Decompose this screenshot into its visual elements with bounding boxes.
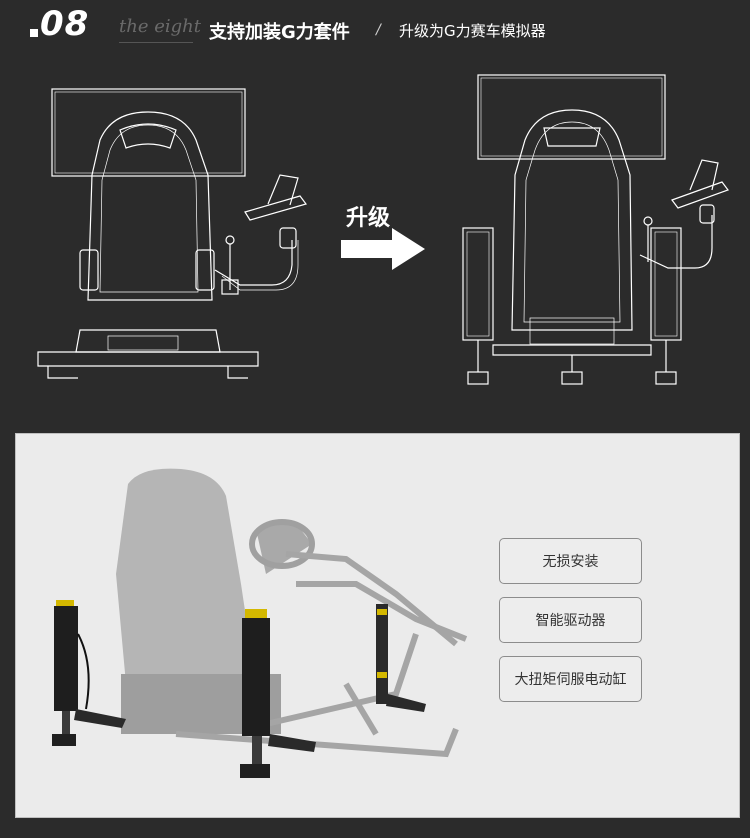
feature-smart-driver: 智能驱动器 [499, 597, 642, 643]
seat-silhouette [116, 468, 315, 734]
number-dot [30, 29, 38, 37]
actuator-right [376, 604, 426, 712]
title-separator: / [376, 22, 381, 38]
subtitle-underline [119, 42, 193, 43]
upgrade-illustration [37, 74, 729, 385]
section-number: 08 [30, 4, 89, 44]
actuator-center [240, 609, 316, 778]
section-header: 08 the eight 支持加装G力套件 / 升级为G力赛车模拟器 [0, 0, 750, 60]
feature-lossless-install: 无损安装 [499, 538, 642, 584]
feature-servo-cylinder: 大扭矩伺服电动缸 [499, 656, 642, 702]
upgrade-arrow-icon [341, 228, 425, 270]
g-force-kit-photo [52, 468, 468, 778]
section-title: 支持加装G力套件 [209, 22, 350, 43]
product-photo-panel: 无损安装 智能驱动器 大扭矩伺服电动缸 [15, 433, 740, 818]
section-number-text: 08 [40, 4, 90, 44]
upgrade-label: 升级 [346, 206, 391, 231]
frame-silhouette [175, 551, 468, 758]
actuator-left [52, 600, 126, 746]
section-subtitle: the eight [119, 16, 201, 37]
section-title-secondary: 升级为G力赛车模拟器 [399, 22, 546, 40]
base-rig-line-art [37, 88, 308, 379]
g-force-rig-line-art [462, 74, 729, 385]
